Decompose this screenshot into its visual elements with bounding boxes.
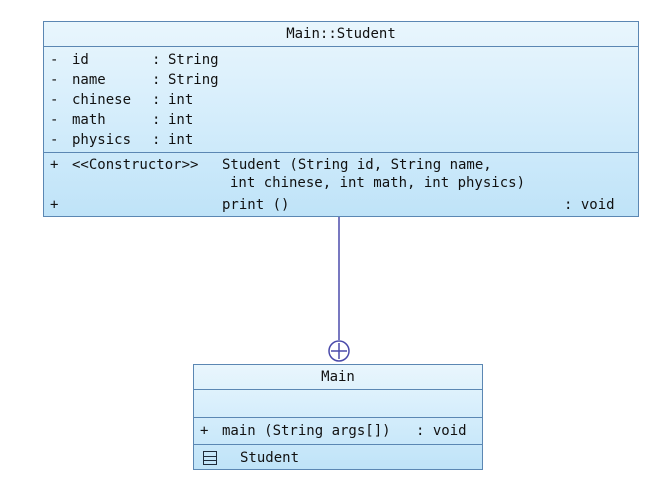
nested-class-icon — [203, 451, 217, 465]
attribute-visibility: - — [50, 112, 59, 128]
operation-signature: main (String args[]) — [222, 423, 391, 439]
nesting-anchor-icon — [328, 340, 350, 362]
attribute-separator: : — [152, 132, 161, 148]
attribute-type: String — [168, 72, 219, 88]
attribute-name: physics — [72, 132, 132, 148]
operation-visibility: + — [200, 423, 209, 439]
attribute-type: int — [168, 92, 194, 108]
operation-signature: Student (String id, String name, — [222, 157, 492, 173]
attribute-name: name — [72, 72, 106, 88]
class-main[interactable]: Main + main (String args[]) : void Stude… — [193, 364, 483, 470]
attribute-visibility: - — [50, 92, 59, 108]
class-name: Main — [321, 369, 355, 385]
attribute-separator: : — [152, 112, 161, 128]
attribute-name: chinese — [72, 92, 132, 108]
attribute-name: math — [72, 112, 106, 128]
class-name: Main::Student — [286, 26, 396, 42]
operation-return-type: : void — [564, 197, 615, 213]
attributes-compartment: - id : String - name : String - chinese … — [44, 46, 638, 152]
attribute-type: String — [168, 52, 219, 68]
attribute-separator: : — [152, 92, 161, 108]
operation-signature: print () — [222, 197, 290, 213]
attribute-separator: : — [152, 52, 161, 68]
attribute-visibility: - — [50, 132, 59, 148]
class-name-compartment: Main::Student — [44, 22, 638, 46]
attribute-name: id — [72, 52, 89, 68]
operation-visibility: + — [50, 157, 59, 173]
nested-class-name: Student — [240, 450, 300, 466]
class-student[interactable]: Main::Student - id : String - name : Str… — [43, 21, 639, 217]
operation-stereotype: <<Constructor>> — [72, 157, 199, 173]
attribute-separator: : — [152, 72, 161, 88]
attribute-visibility: - — [50, 52, 59, 68]
attributes-compartment — [194, 389, 482, 417]
attribute-type: int — [168, 132, 194, 148]
nested-classes-compartment: Student — [194, 444, 482, 471]
operation-signature-continuation: int chinese, int math, int physics) — [230, 175, 526, 191]
operation-visibility: + — [50, 197, 59, 213]
attribute-visibility: - — [50, 72, 59, 88]
class-name-compartment: Main — [194, 365, 482, 389]
operations-compartment: + main (String args[]) : void — [194, 417, 482, 444]
operations-compartment: + <<Constructor>> Student (String id, St… — [44, 152, 638, 218]
operation-return-type: : void — [416, 423, 467, 439]
attribute-type: int — [168, 112, 194, 128]
